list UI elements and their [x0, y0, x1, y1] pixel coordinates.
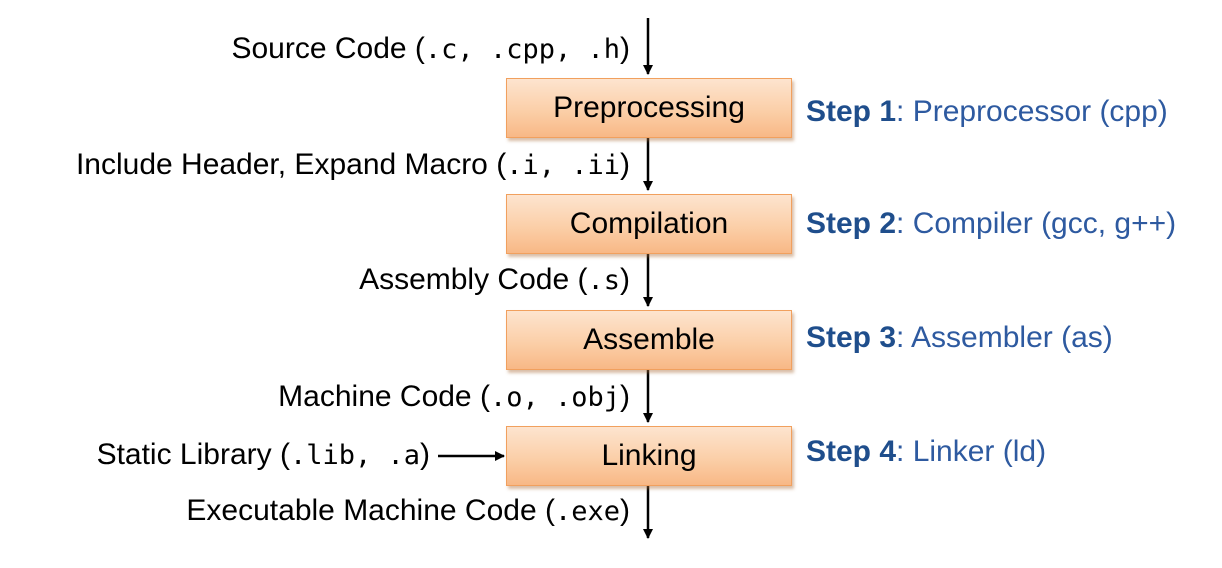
stage-box-assemble: Assemble [506, 310, 792, 370]
stage-box-preprocessing: Preprocessing [506, 78, 792, 138]
step-number: Step 3 [806, 321, 897, 354]
label-include-header: Include Header, Expand Macro (.i, .ii) [75, 148, 630, 181]
stage-label: Linking [601, 439, 697, 472]
step-1-description: Step 1: Preprocessor (cpp) [806, 94, 1168, 130]
step-4-description: Step 4: Linker (ld) [806, 434, 1046, 470]
step-tool: : Linker (ld) [896, 435, 1047, 468]
step-number: Step 4 [806, 435, 897, 468]
stage-label: Compilation [569, 207, 729, 240]
step-tool: : Preprocessor (cpp) [896, 95, 1168, 128]
step-tool: : Assembler (as) [896, 321, 1113, 354]
label-static-library: Static Library (.lib, .a) [96, 438, 430, 471]
step-tool: : Compiler (gcc, g++) [896, 207, 1177, 240]
label-assembly-code: Assembly Code (.s) [359, 263, 630, 296]
label-machine-code: Machine Code (.o, .obj) [278, 380, 630, 413]
stage-label: Preprocessing [553, 91, 745, 124]
label-executable: Executable Machine Code (.exe) [186, 494, 630, 527]
step-2-description: Step 2: Compiler (gcc, g++) [806, 206, 1176, 242]
label-source-code: Source Code (.c, .cpp, .h) [231, 32, 630, 65]
stage-box-compilation: Compilation [506, 194, 792, 254]
step-number: Step 2 [806, 207, 897, 240]
step-number: Step 1 [806, 95, 897, 128]
stage-box-linking: Linking [506, 426, 792, 486]
stage-label: Assemble [583, 323, 715, 356]
step-3-description: Step 3: Assembler (as) [806, 320, 1113, 356]
